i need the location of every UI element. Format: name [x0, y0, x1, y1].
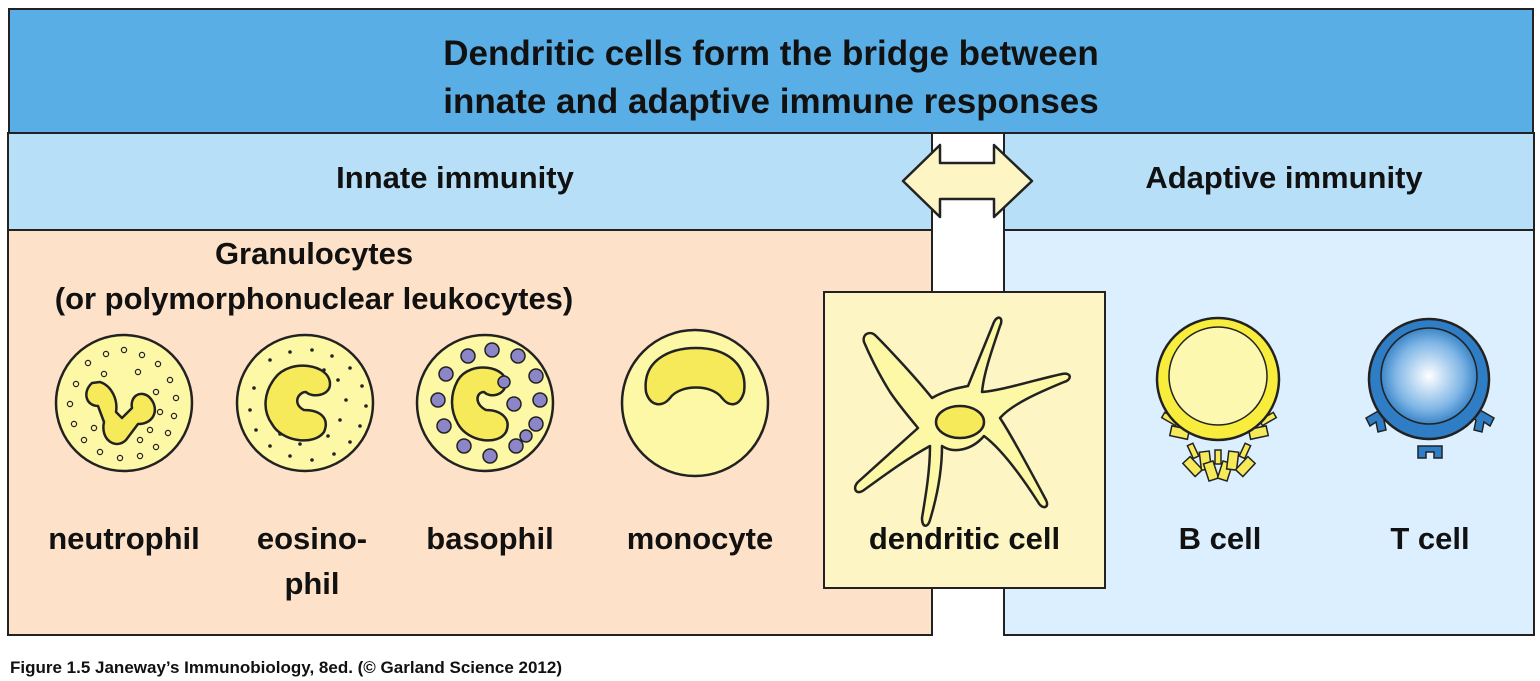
figure-caption: Figure 1.5 Janeway’s Immunobiology, 8ed.…	[10, 658, 562, 677]
title-banner: Dendritic cells form the bridge between …	[8, 8, 1534, 134]
neutrophil-label: neutrophil	[48, 521, 200, 556]
b-cell-label: B cell	[1178, 521, 1262, 556]
t-cell-icon	[1365, 317, 1495, 459]
adaptive-header-band	[1003, 132, 1535, 231]
title-line-1: Dendritic cells form the bridge between	[443, 34, 1099, 73]
basophil-icon	[415, 333, 555, 473]
eosinophil-label-line2: phil	[284, 566, 340, 601]
eosinophil-label-line1: eosino-	[256, 521, 368, 556]
double-arrow-icon	[901, 143, 1034, 219]
t-cell-label: T cell	[1390, 521, 1470, 556]
innate-immunity-heading: Innate immunity	[336, 160, 574, 195]
adaptive-immunity-heading: Adaptive immunity	[1145, 160, 1423, 195]
basophil-label: basophil	[426, 521, 554, 556]
monocyte-icon	[620, 328, 770, 478]
dendritic-cell-label: dendritic cell	[868, 521, 1061, 556]
b-cell-icon	[1155, 316, 1281, 483]
title-line-2: innate and adaptive immune responses	[443, 82, 1099, 121]
dendritic-cell-icon	[853, 316, 1071, 527]
monocyte-label: monocyte	[626, 521, 774, 556]
granulocytes-title: Granulocytes	[214, 236, 414, 271]
neutrophil-icon	[54, 333, 194, 473]
granulocytes-subtitle: (or polymorphonuclear leukocytes)	[54, 281, 574, 316]
eosinophil-icon	[235, 333, 375, 473]
